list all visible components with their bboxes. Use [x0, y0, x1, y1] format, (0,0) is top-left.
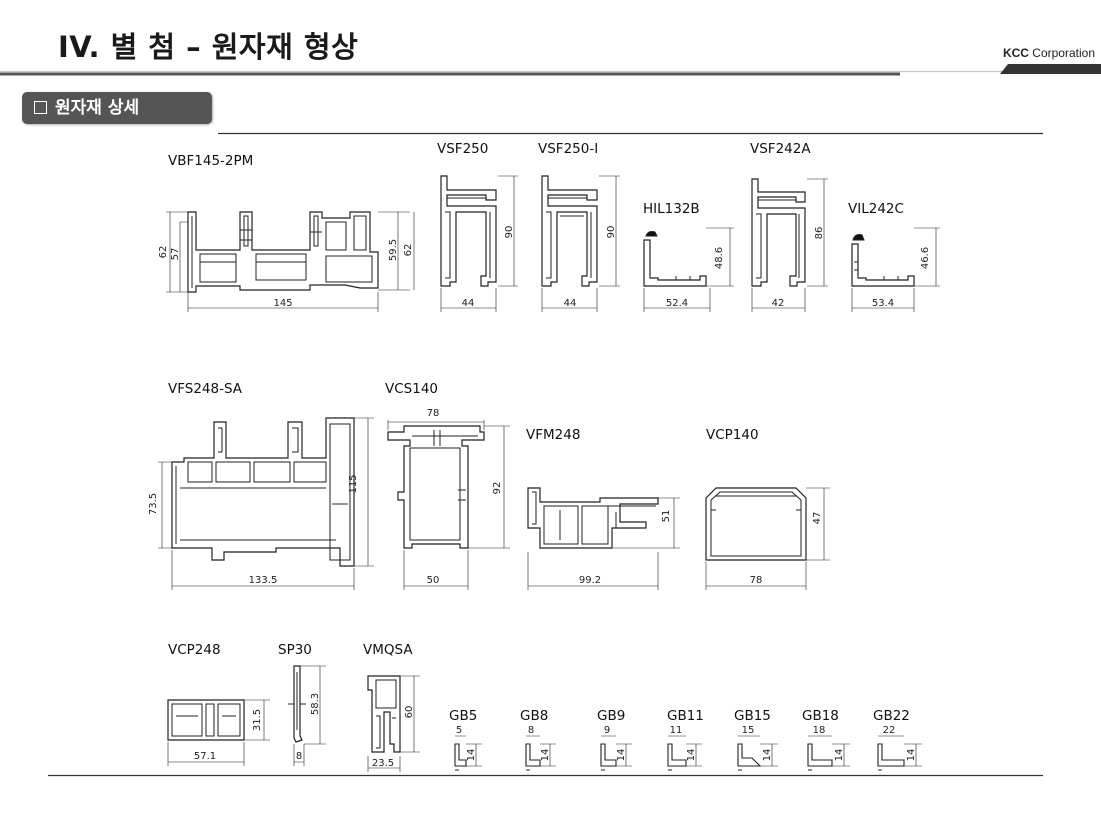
dim-label: 18 — [813, 725, 826, 736]
profile-drawing-vsf242a — [751, 178, 806, 287]
profile-label: VSF250 — [437, 141, 489, 157]
profile-drawing-vbf145-2pm — [187, 211, 379, 293]
profile-label: VMQSA — [363, 642, 413, 658]
dim-label: 62 — [403, 244, 414, 257]
profile-drawing-hil132b — [643, 231, 707, 287]
dim-label: 11 — [670, 725, 683, 736]
dim-label: 48.6 — [714, 247, 725, 269]
profile-label: SP30 — [278, 642, 312, 658]
profile-label: VSF250-I — [538, 141, 599, 157]
profile-drawing-vfm248 — [527, 487, 659, 549]
profile-label: VCP248 — [168, 642, 221, 658]
dim-label: 78 — [750, 575, 763, 586]
profile-drawing-vmqsa — [367, 675, 401, 753]
dim-label: 60 — [404, 706, 415, 719]
page-title: IV. 별 첨 – 원자재 형상 — [58, 30, 359, 64]
dim-label: 22 — [883, 725, 896, 736]
dim-label: 59.5 — [388, 239, 399, 261]
checkbox-icon — [34, 101, 47, 114]
dim-label: 99.2 — [579, 575, 601, 586]
profile-drawing-vil242c — [851, 234, 915, 287]
dim-label: 86 — [814, 227, 825, 240]
header-rules — [0, 64, 1101, 135]
dim-label: 58.3 — [310, 693, 321, 715]
dim-label: 14 — [834, 749, 845, 762]
section-badge: 원자재 상세 — [22, 92, 212, 124]
dim-label: 90 — [606, 226, 617, 239]
dim-label: 62 — [158, 246, 169, 259]
dim-label: 14 — [906, 749, 917, 762]
profile-label: VFM248 — [526, 427, 581, 443]
dim-label: 57 — [170, 248, 181, 261]
dim-label: 23.5 — [372, 758, 394, 769]
dim-label: 44 — [462, 298, 475, 309]
profile-label: GB11 — [667, 708, 704, 724]
profile-drawing-vcs140 — [387, 425, 485, 549]
dim-label: 133.5 — [249, 575, 278, 586]
dim-label: 90 — [504, 226, 515, 239]
dimension-lines — [166, 211, 415, 312]
profile-drawing-gb15 — [737, 735, 778, 771]
profile-drawing-gb9 — [600, 735, 632, 771]
dim-label: 42 — [772, 298, 785, 309]
dim-label: 44 — [564, 298, 577, 309]
profile-label: GB18 — [802, 708, 839, 724]
profile-label: VCP140 — [706, 427, 759, 443]
profile-label: VCS140 — [385, 381, 438, 397]
section-title: 원자재 상세 — [55, 98, 140, 118]
dim-label: 46.6 — [920, 247, 931, 269]
dim-label: 14 — [466, 749, 477, 762]
profile-drawing-vcp140 — [705, 487, 807, 561]
dim-label: 15 — [742, 725, 755, 736]
profile-label: GB15 — [734, 708, 771, 724]
dim-label: 31.5 — [252, 709, 263, 731]
dim-label: 51 — [661, 510, 672, 523]
brand-logo: KCC Corporation — [1002, 46, 1095, 60]
dim-label: 53.4 — [872, 298, 894, 309]
profile-drawing-sp30 — [288, 665, 306, 743]
profile-drawing-vsf250-i — [541, 175, 598, 287]
profile-label: VBF145-2PM — [168, 153, 254, 169]
dim-label: 115 — [348, 474, 359, 493]
profile-label: HIL132B — [643, 201, 700, 217]
dim-label: 57.1 — [194, 751, 216, 762]
dim-label: 5 — [456, 725, 462, 736]
profile-label: VSF242A — [750, 141, 811, 157]
dim-label: 52.4 — [666, 298, 688, 309]
profile-drawing-vsf250 — [440, 175, 497, 287]
profile-label: GB22 — [873, 708, 910, 724]
dim-label: 73.5 — [148, 493, 159, 515]
profile-drawing-vcp248 — [167, 699, 245, 741]
profile-drawing-gb5 — [454, 735, 482, 771]
profile-drawing-gb11 — [667, 735, 702, 771]
dim-label: 8 — [528, 725, 534, 736]
dim-label: 14 — [540, 749, 551, 762]
profile-label: VIL242C — [848, 201, 904, 217]
profile-label: VFS248-SA — [168, 381, 243, 397]
profile-drawing-gb18 — [807, 735, 850, 771]
profile-label: GB8 — [520, 708, 549, 724]
profile-drawing-gb22 — [877, 735, 922, 771]
profile-label: GB9 — [597, 708, 626, 724]
dim-label: 78 — [427, 408, 440, 419]
dim-label: 9 — [604, 725, 610, 736]
profile-label: GB5 — [449, 708, 478, 724]
dim-label: 47 — [812, 512, 823, 525]
dim-label: 145 — [273, 298, 292, 309]
dim-label: 14 — [686, 749, 697, 762]
profile-drawing-gb8 — [525, 735, 556, 771]
dim-label: 14 — [762, 749, 773, 762]
profile-drawing-vfs248-sa — [171, 417, 355, 567]
dim-label: 8 — [296, 751, 302, 762]
dim-label: 50 — [427, 575, 440, 586]
dim-label: 14 — [616, 749, 627, 762]
dim-label: 92 — [492, 482, 503, 495]
